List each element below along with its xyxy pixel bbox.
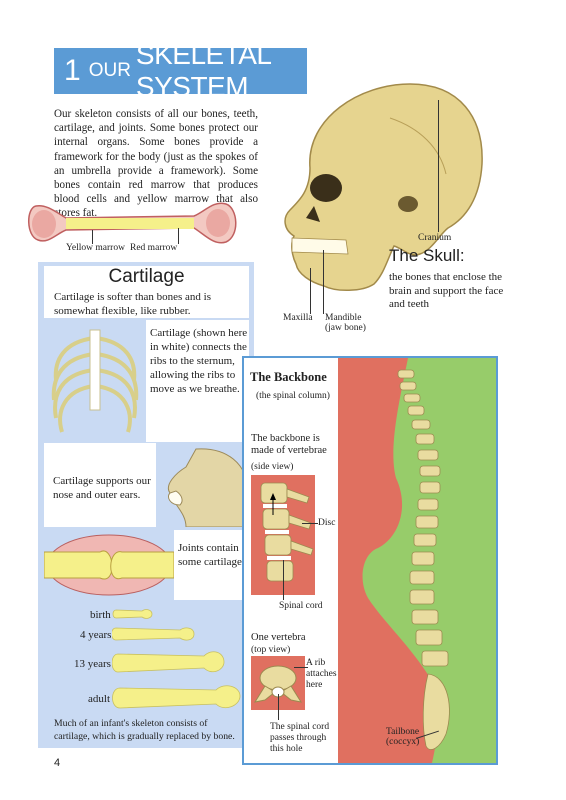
- title-banner: 1 OUR SKELETAL SYSTEM: [54, 39, 307, 102]
- cord-passes-label: The spinal cord passes through this hole: [270, 722, 330, 754]
- yellow-marrow-label: Yellow marrow: [66, 243, 125, 253]
- page-number: 4: [54, 757, 61, 769]
- joint-caption: Joints contain some cartilage.: [178, 542, 245, 568]
- backbone-made-of: The backbone is made of vertebrae: [251, 433, 327, 456]
- rib-attach-label: A rib attaches here: [306, 658, 337, 690]
- coccyx-label: (coccyx): [386, 737, 420, 747]
- maxilla-label: Maxilla: [283, 313, 313, 323]
- one-vertebra-label: One vertebra: [251, 632, 306, 643]
- skull-caption: the bones that enclose the brain and sup…: [389, 271, 504, 310]
- bone-growth-illustration: [112, 609, 241, 709]
- ribs-text-box: [146, 320, 249, 442]
- cartilage-intro: Cartilage is softer than bones and is so…: [54, 291, 212, 317]
- vertebra-top-illustration: [251, 656, 305, 710]
- spine-illustration: [338, 358, 450, 763]
- tailbone-label: Tailbone: [386, 727, 420, 737]
- growth-caption: Much of an infant's skeleton consists of…: [54, 718, 235, 742]
- backbone-subtitle: (the spinal column): [256, 391, 330, 401]
- spinal-cord-label: Spinal cord: [279, 601, 323, 611]
- ribcage-illustration: [44, 320, 146, 442]
- age-adult-label: adult: [88, 693, 110, 705]
- skull-illustration: [284, 83, 483, 291]
- intro-paragraph: Our skeleton consists of all our bones, …: [54, 108, 258, 220]
- top-view-label: (top view): [251, 645, 291, 655]
- cartilage-heading: Cartilage: [108, 266, 185, 287]
- age-4-label: 4 years: [80, 629, 112, 641]
- mandible-note: (jaw bone): [325, 323, 366, 333]
- nose-text-box: [44, 443, 156, 527]
- side-view-label: (side view): [251, 462, 294, 472]
- nose-caption: Cartilage supports our nose and outer ea…: [53, 475, 151, 501]
- skull-title: The Skull:: [389, 246, 465, 265]
- title-small: OUR: [88, 60, 131, 81]
- cranium-label: Cranium: [418, 233, 452, 243]
- chapter-number: 1: [64, 54, 81, 87]
- joint-illustration: [44, 530, 174, 600]
- long-bone-illustration: [28, 202, 237, 244]
- mandible-label: Mandible: [325, 313, 362, 323]
- nose-illustration: [156, 443, 249, 527]
- disc-label: Disc: [318, 518, 336, 528]
- red-marrow-label: Red marrow: [130, 243, 178, 253]
- age-birth-label: birth: [90, 609, 111, 621]
- age-13-label: 13 years: [74, 658, 111, 670]
- backbone-title: The Backbone: [250, 370, 327, 384]
- joint-text-box: [174, 530, 249, 600]
- ribs-caption: Cartilage (shown here in white) connects…: [150, 327, 248, 395]
- cartilage-header-box: [44, 266, 249, 318]
- page-title: SKELETAL SYSTEM: [135, 39, 271, 102]
